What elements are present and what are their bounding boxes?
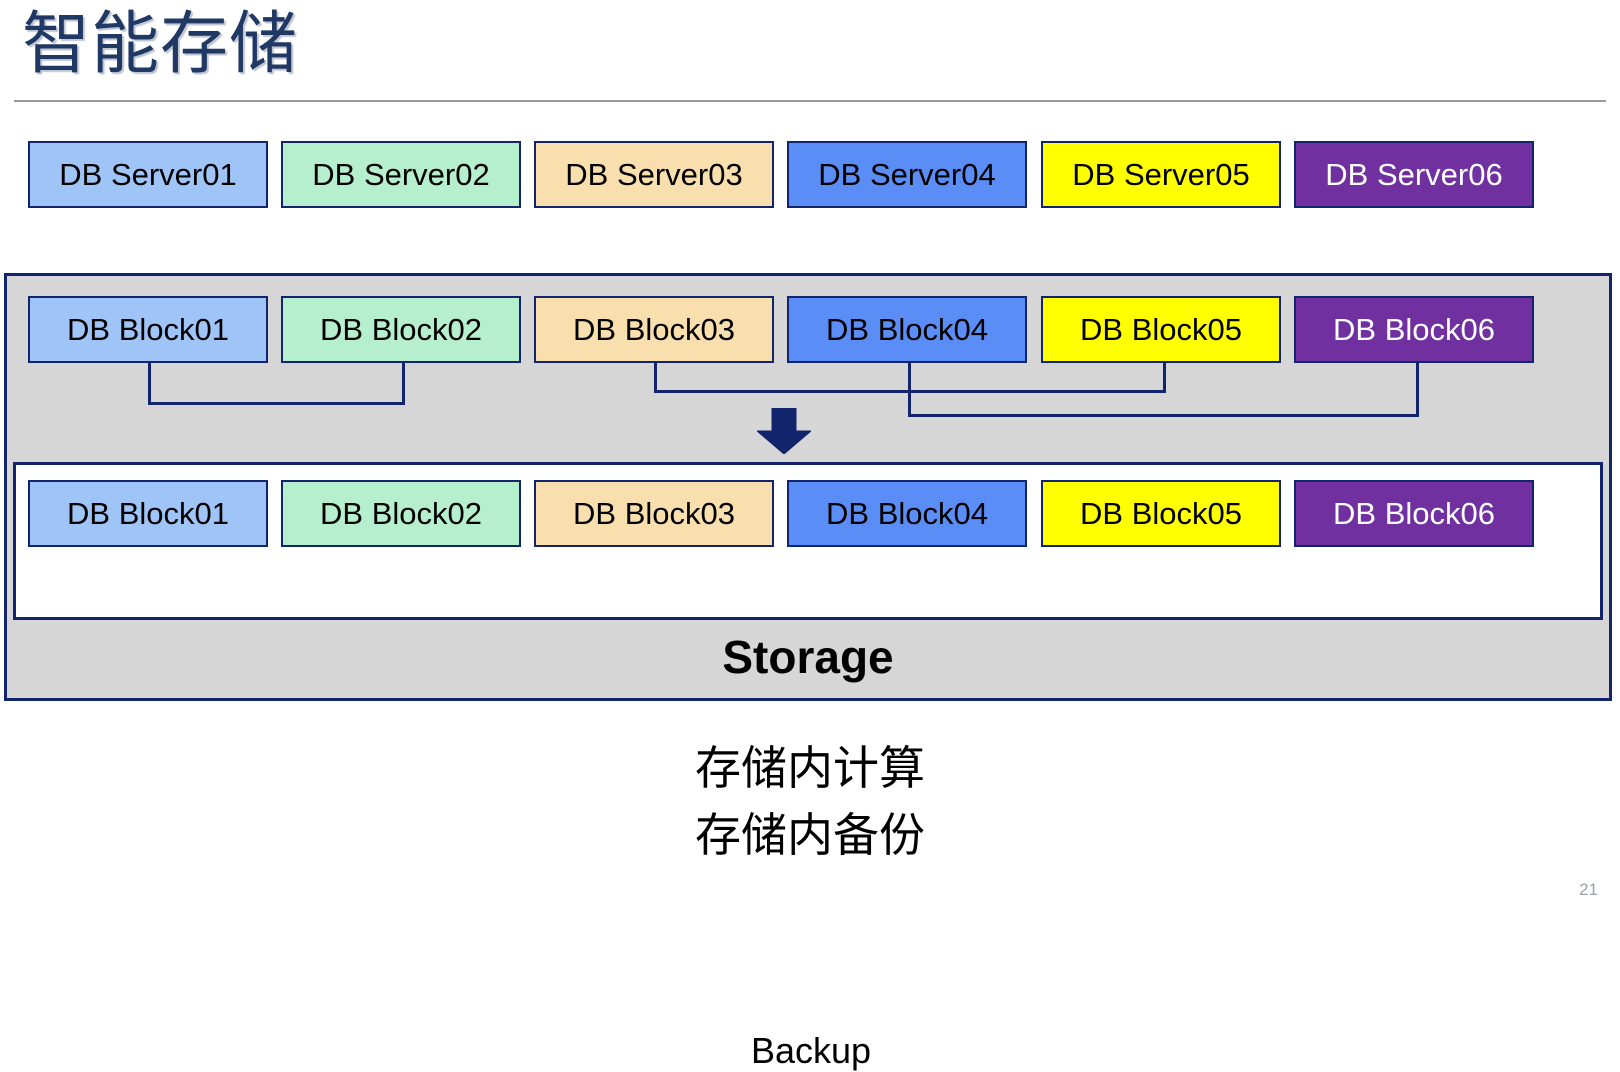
db-block-chip-top-4: DB Block04 [787, 296, 1027, 363]
connector-1-left-stem [148, 363, 151, 402]
db-block-chip-bottom-5: DB Block05 [1041, 480, 1281, 547]
db-block-chip-bottom-6: DB Block06 [1294, 480, 1534, 547]
connector-1-right-stem [402, 363, 405, 402]
db-server-chip-3: DB Server03 [534, 141, 774, 208]
page-title: 智能存储 [22, 6, 299, 82]
caption: 存储内计算 存储内备份 [0, 735, 1620, 868]
backup-label: Backup [750, 1030, 872, 1071]
title-divider [14, 100, 1606, 102]
db-server-chip-4: DB Server04 [787, 141, 1027, 208]
connector-3-crossbar [908, 414, 1419, 417]
connector-2-left-stem [654, 363, 657, 390]
down-arrow-icon [755, 407, 813, 455]
db-block-chip-top-1: DB Block01 [28, 296, 268, 363]
caption-line-2: 存储内备份 [695, 808, 925, 861]
db-server-chip-5: DB Server05 [1041, 141, 1281, 208]
db-block-chip-bottom-1: DB Block01 [28, 480, 268, 547]
db-block-chip-top-5: DB Block05 [1041, 296, 1281, 363]
db-server-chip-6: DB Server06 [1294, 141, 1534, 208]
db-block-chip-bottom-4: DB Block04 [787, 480, 1027, 547]
db-server-chip-1: DB Server01 [28, 141, 268, 208]
caption-line-1: 存储内计算 [695, 742, 925, 794]
connector-1-crossbar [148, 402, 405, 405]
db-block-chip-top-3: DB Block03 [534, 296, 774, 363]
db-block-chip-top-6: DB Block06 [1294, 296, 1534, 363]
db-server-chip-2: DB Server02 [281, 141, 521, 208]
storage-label: Storage [722, 631, 894, 683]
db-block-chip-top-2: DB Block02 [281, 296, 521, 363]
db-block-chip-bottom-3: DB Block03 [534, 480, 774, 547]
connector-2-right-stem [1163, 363, 1166, 390]
page-number: 21 [1579, 880, 1598, 899]
connector-3-right-stem [1416, 363, 1419, 414]
connector-3-left-stem [908, 363, 911, 414]
db-block-chip-bottom-2: DB Block02 [281, 480, 521, 547]
